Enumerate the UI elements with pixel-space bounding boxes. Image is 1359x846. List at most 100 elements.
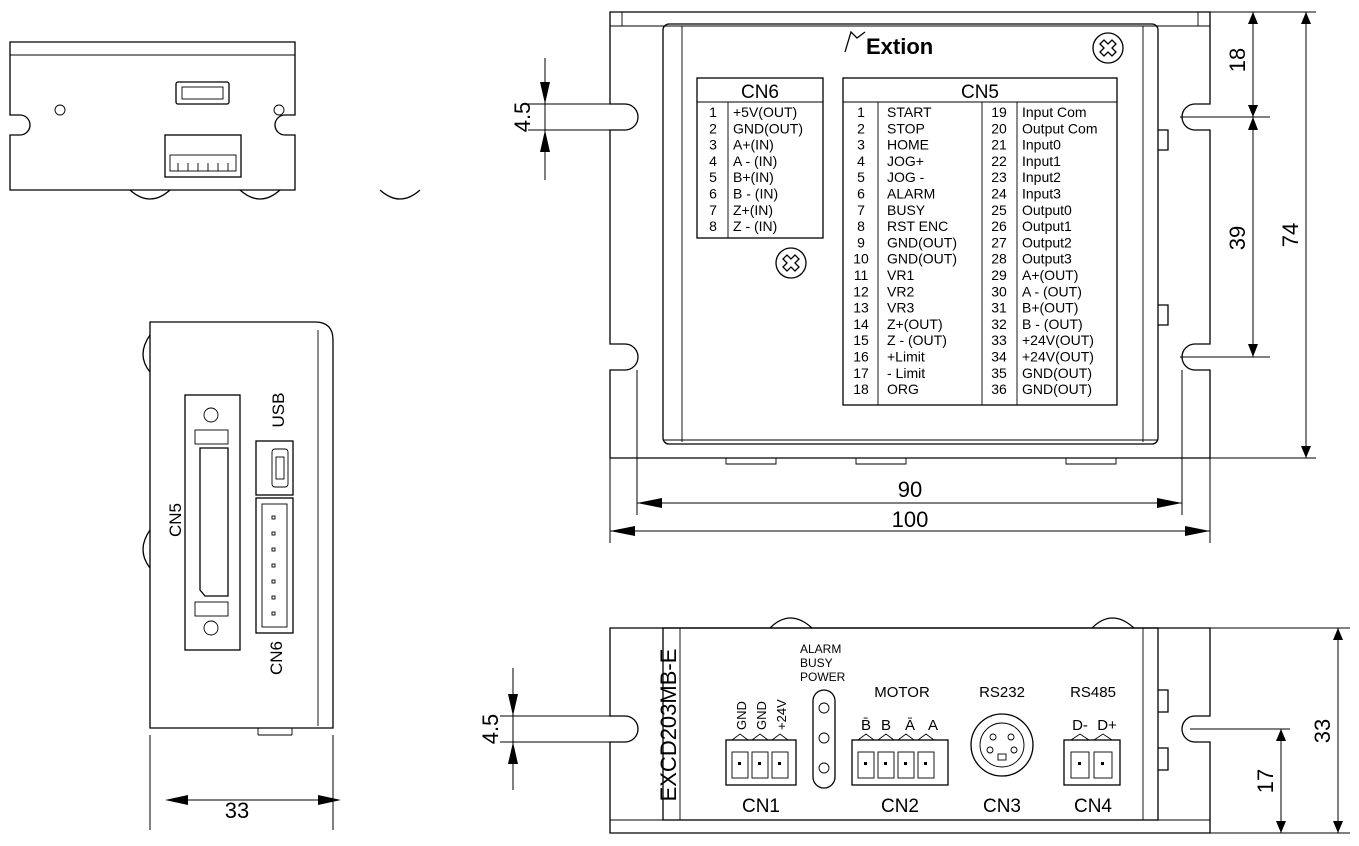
cn5-pin-number: 20 (991, 120, 1007, 136)
cn5-pin-number: 2 (857, 120, 865, 136)
cn6-pin-name: +5V(OUT) (733, 104, 797, 120)
front-slot-dim: 4.5 (478, 714, 503, 745)
cn5-pin-number: 28 (991, 251, 1007, 267)
cn4-title: RS485 (1070, 684, 1116, 701)
top-width-inner-dim: 90 (898, 477, 922, 502)
cn5-pin-number: 10 (853, 251, 869, 267)
cn5-pin-name: Input0 (1022, 137, 1061, 153)
cn2-pin-bbar: B̄ (861, 717, 871, 734)
top-right-18-dim: 18 (1225, 48, 1250, 72)
cn5-pin-name: +24V(OUT) (1022, 332, 1094, 348)
cn5-pin-name: JOG+ (887, 153, 924, 169)
cn6-pin-number: 8 (709, 218, 717, 234)
cn5-pin-name: Output3 (1022, 251, 1072, 267)
cn5-pin-number: 30 (991, 283, 1007, 299)
cn5-pin-name: HOME (887, 137, 929, 153)
cn5-pin-name: +24V(OUT) (1022, 349, 1094, 365)
cn1-pin-gnd-1: GND (734, 701, 749, 730)
cn6-pin-number: 1 (709, 104, 717, 120)
cn2-pin-b: B (881, 717, 891, 734)
cn5-pin-number: 19 (991, 104, 1007, 120)
cn2-pin-a: A (928, 717, 938, 734)
cn5-pin-number: 3 (857, 137, 865, 153)
cn6-pin-name: A+(IN) (733, 137, 774, 153)
cn2-title: MOTOR (874, 684, 930, 701)
cn6-pin-name: Z+(IN) (733, 202, 773, 218)
top-right-74-dim: 74 (1278, 223, 1303, 247)
cn5-pin-number: 15 (853, 332, 869, 348)
cn5-pin-number: 12 (853, 283, 869, 299)
cn5-pin-name: Output2 (1022, 234, 1072, 250)
cn5-pin-number: 16 (853, 349, 869, 365)
cn5-table-title: CN5 (961, 82, 999, 103)
cn5-pin-name: JOG - (887, 169, 925, 185)
cn6-pin-number: 7 (709, 202, 717, 218)
cn5-pin-number: 18 (853, 381, 869, 397)
cn3-title: RS232 (979, 684, 1025, 701)
cn5-pin-name: VR1 (887, 267, 914, 283)
cn5-pin-number: 14 (853, 316, 869, 332)
top-left-slot-dim: 4.5 (510, 102, 535, 133)
cn6-pin-name: B+(IN) (733, 169, 774, 185)
cn5-pin-name: A - (OUT) (1022, 283, 1082, 299)
cn5-pin-name: VR3 (887, 300, 914, 316)
cn2-pin-abar: Ā (905, 717, 915, 734)
cn5-pin-name: Output1 (1022, 218, 1072, 234)
cn5-pin-name: B - (OUT) (1022, 316, 1083, 332)
cn4-label: CN4 (1074, 796, 1112, 817)
cn5-pin-number: 8 (857, 218, 865, 234)
cn5-pin-name: Output0 (1022, 202, 1072, 218)
cn5-pin-name: A+(OUT) (1022, 267, 1078, 283)
cn5-pin-name: GND(OUT) (1022, 365, 1092, 381)
brand-logo: Extion (866, 34, 933, 59)
cn5-pin-number: 13 (853, 300, 869, 316)
cn5-pin-name: Z+(OUT) (887, 316, 943, 332)
led-alarm-label: ALARM (800, 642, 841, 656)
cn5-pin-number: 29 (991, 267, 1007, 283)
cn5-pin-name: ORG (887, 381, 919, 397)
cn5-pin-name: GND(OUT) (1022, 381, 1092, 397)
back-view (9, 41, 421, 200)
cn5-pin-number: 32 (991, 316, 1007, 332)
cn1-pin-gnd-2: GND (754, 701, 769, 730)
cn6-pin-number: 2 (709, 120, 717, 136)
cn6-pin-number: 5 (709, 169, 717, 185)
side-view: CN5 USB CN6 33 (142, 321, 341, 830)
cn5-pin-name: Input2 (1022, 169, 1061, 185)
cn5-pin-number: 4 (857, 153, 865, 169)
cn5-pin-name: Z - (OUT) (887, 332, 947, 348)
cn5-pin-number: 26 (991, 218, 1007, 234)
model-label: EXCD203MB-E (656, 649, 681, 802)
cn5-pin-name: B+(OUT) (1022, 300, 1078, 316)
side-usb-label: USB (269, 393, 288, 428)
cn5-pin-name: GND(OUT) (887, 251, 957, 267)
cn6-pin-name: GND(OUT) (733, 120, 803, 136)
cn5-pin-name: START (887, 104, 932, 120)
cn5-pin-number: 5 (857, 169, 865, 185)
cn6-table-title: CN6 (741, 82, 779, 103)
cn5-pin-name: Output Com (1022, 120, 1097, 136)
cn5-pin-name: ALARM (887, 186, 935, 202)
cn5-pin-number: 27 (991, 234, 1007, 250)
cn6-pin-number: 6 (709, 186, 717, 202)
side-cn5-label: CN5 (166, 503, 185, 537)
cn6-pin-number: 3 (709, 137, 717, 153)
cn5-pin-number: 22 (991, 153, 1007, 169)
cn5-pin-name: BUSY (887, 202, 926, 218)
cn5-pin-number: 7 (857, 202, 865, 218)
top-right-39-dim: 39 (1225, 226, 1250, 250)
cn5-pin-number: 24 (991, 186, 1007, 202)
cn5-pin-name: VR2 (887, 283, 914, 299)
cn5-pin-number: 25 (991, 202, 1007, 218)
cn5-pin-name: Input1 (1022, 153, 1061, 169)
cn5-pin-number: 36 (991, 381, 1007, 397)
led-busy-label: BUSY (800, 656, 833, 670)
cn5-pin-number: 31 (991, 300, 1007, 316)
cn4-pin-dminus: D- (1072, 717, 1088, 734)
cn5-pin-name: +Limit (887, 349, 925, 365)
cn5-pin-name: - Limit (887, 365, 925, 381)
cn5-pin-name: Input Com (1022, 104, 1087, 120)
cn5-pin-number: 1 (857, 104, 865, 120)
